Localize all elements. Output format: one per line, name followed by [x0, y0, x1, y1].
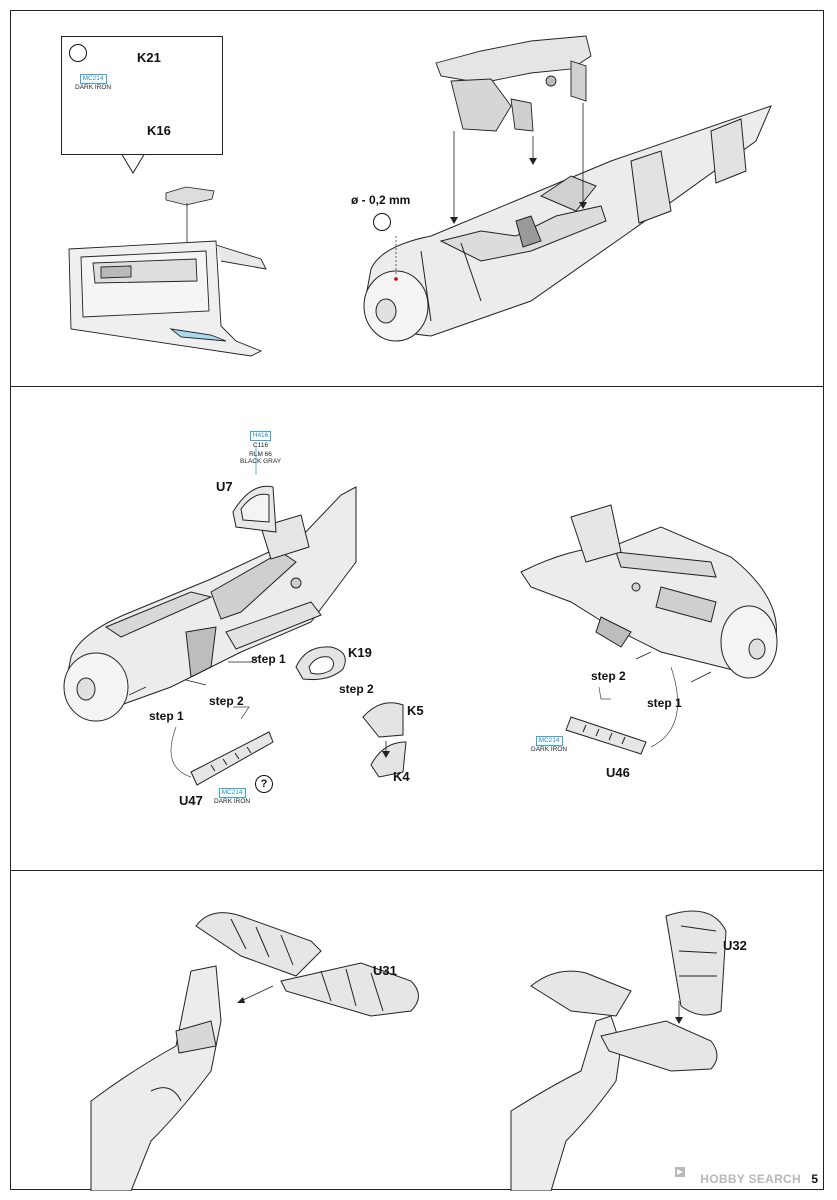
paint-u7: H416 C116 RLM 66 BLACK GRAY [240, 431, 281, 465]
panel-2-drawing [63, 447, 778, 786]
paint-name-u46: DARK IRON [531, 746, 568, 753]
label-k5: K5 [407, 703, 424, 718]
label-u31: U31 [373, 963, 397, 978]
panel-tail: U31 U32 HOBBY SEARCH 5 [10, 870, 824, 1191]
label-u46: U46 [606, 765, 630, 780]
watermark: HOBBY SEARCH [700, 1172, 801, 1186]
label-k16: K16 [147, 123, 171, 138]
step-1-k19: step 1 [251, 652, 286, 666]
question-icon: ? [255, 775, 273, 793]
rotate-icon [69, 44, 87, 62]
step-2-right: step 2 [591, 669, 626, 683]
panel-3-drawing [90, 910, 727, 1191]
paint-name-black-gray: BLACK GRAY [240, 458, 282, 465]
label-u47: U47 [179, 793, 203, 808]
paint-code-u47: MC214 [218, 788, 246, 798]
label-k19: K19 [348, 645, 372, 660]
paint-code: MC214 [79, 74, 107, 84]
panel-canopy-sides: H416 C116 RLM 66 BLACK GRAY U7 K19 step … [10, 386, 824, 871]
step-1-left: step 1 [149, 709, 184, 723]
hobby-search-logo-icon [675, 1167, 685, 1177]
paint-code-c116: C116 [253, 442, 269, 449]
paint-code-u46: MC214 [535, 736, 563, 746]
label-k4: K4 [393, 769, 410, 784]
step-2-k5: step 2 [339, 682, 374, 696]
paint-name: DARK IRON [75, 84, 112, 91]
drill-note: ø - 0,2 mm [351, 193, 411, 207]
paint-code-h416: H416 [249, 431, 272, 441]
label-u7: U7 [216, 479, 233, 494]
drill-icon [373, 213, 391, 231]
paint-name-rlm66: RLM 66 [249, 451, 272, 458]
label-u32: U32 [723, 938, 747, 953]
callout-box [61, 36, 223, 155]
label-k21: K21 [137, 50, 161, 65]
panel-cockpit-floor: K21 MC214 DARK IRON K16 ø - 0,2 mm [10, 10, 824, 387]
paint-u47: MC214 DARK IRON [214, 788, 250, 805]
step-2-left: step 2 [209, 694, 244, 708]
page-number: 5 [811, 1172, 818, 1186]
paint-name-u47: DARK IRON [214, 798, 251, 805]
step-1-right: step 1 [647, 696, 682, 710]
paint-dark-iron: MC214 DARK IRON [75, 74, 111, 91]
paint-u46: MC214 DARK IRON [531, 736, 567, 753]
